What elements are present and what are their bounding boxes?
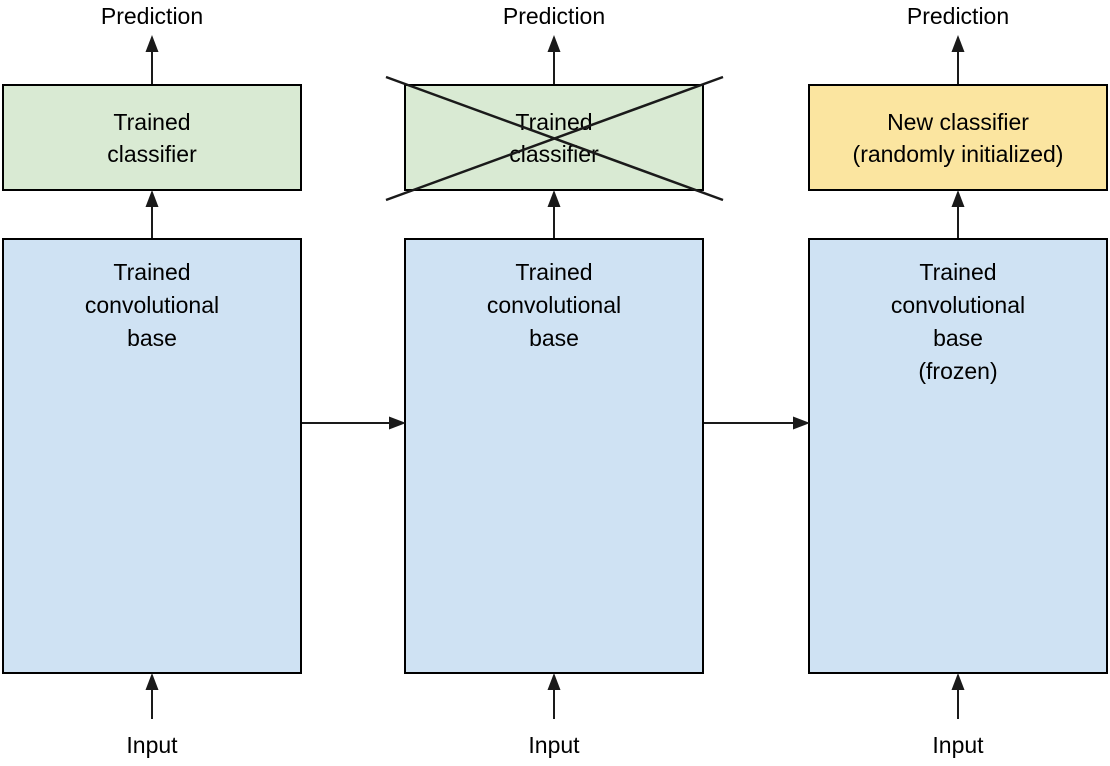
- arrow-up-icon: [951, 673, 965, 719]
- arrow-up-icon: [951, 190, 965, 239]
- input-label: Input: [528, 732, 580, 758]
- conv-base-box: Trained convolutional base: [2, 238, 302, 674]
- arrow-up-icon: [145, 673, 159, 719]
- crossed-out-classifier-box: Trained classifier: [385, 75, 724, 202]
- box-text-line: Trained: [919, 259, 997, 285]
- box-text-line: Trained: [515, 259, 593, 285]
- arrow-up-icon: [547, 190, 561, 239]
- input-label: Input: [932, 732, 984, 758]
- box-text-line: (randomly initialized): [852, 140, 1064, 167]
- input-label: Input: [126, 732, 178, 758]
- box-text-line: Trained: [515, 108, 593, 135]
- column-new-classifier: Prediction New classifier (randomly init…: [808, 0, 1108, 766]
- box-text-line: base: [127, 325, 177, 351]
- arrow-up-icon: [145, 190, 159, 239]
- arrow-right-icon: [704, 416, 810, 430]
- new-classifier-box: New classifier (randomly initialized): [808, 84, 1108, 191]
- box-text-line: classifier: [107, 140, 197, 167]
- arrow-up-icon: [145, 35, 159, 84]
- prediction-label: Prediction: [906, 3, 1010, 29]
- arrow-right-icon: [302, 416, 406, 430]
- box-text-line: Trained: [113, 108, 191, 135]
- conv-base-frozen-box: Trained convolutional base (frozen): [808, 238, 1108, 674]
- box-text-line: classifier: [509, 140, 599, 167]
- box-text-line: base: [529, 325, 579, 351]
- conv-base-box: Trained convolutional base: [404, 238, 704, 674]
- arrow-up-icon: [951, 35, 965, 84]
- arrow-up-icon: [547, 673, 561, 719]
- box-text-line: (frozen): [918, 358, 998, 384]
- prediction-label: Prediction: [100, 3, 204, 29]
- box-text-line: base: [933, 325, 983, 351]
- column-discarded-classifier: Prediction Trained classifier Trained co…: [385, 0, 724, 766]
- box-text-line: convolutional: [84, 292, 220, 318]
- box-text-line: New classifier: [887, 108, 1029, 135]
- box-text-line: convolutional: [486, 292, 622, 318]
- arrow-up-icon: [547, 35, 561, 84]
- column-original-model: Prediction Trained classifier Trained co…: [2, 0, 302, 766]
- trained-classifier-box: Trained classifier: [2, 84, 302, 191]
- box-text-line: convolutional: [890, 292, 1026, 318]
- prediction-label: Prediction: [502, 3, 606, 29]
- box-text-line: Trained: [113, 259, 191, 285]
